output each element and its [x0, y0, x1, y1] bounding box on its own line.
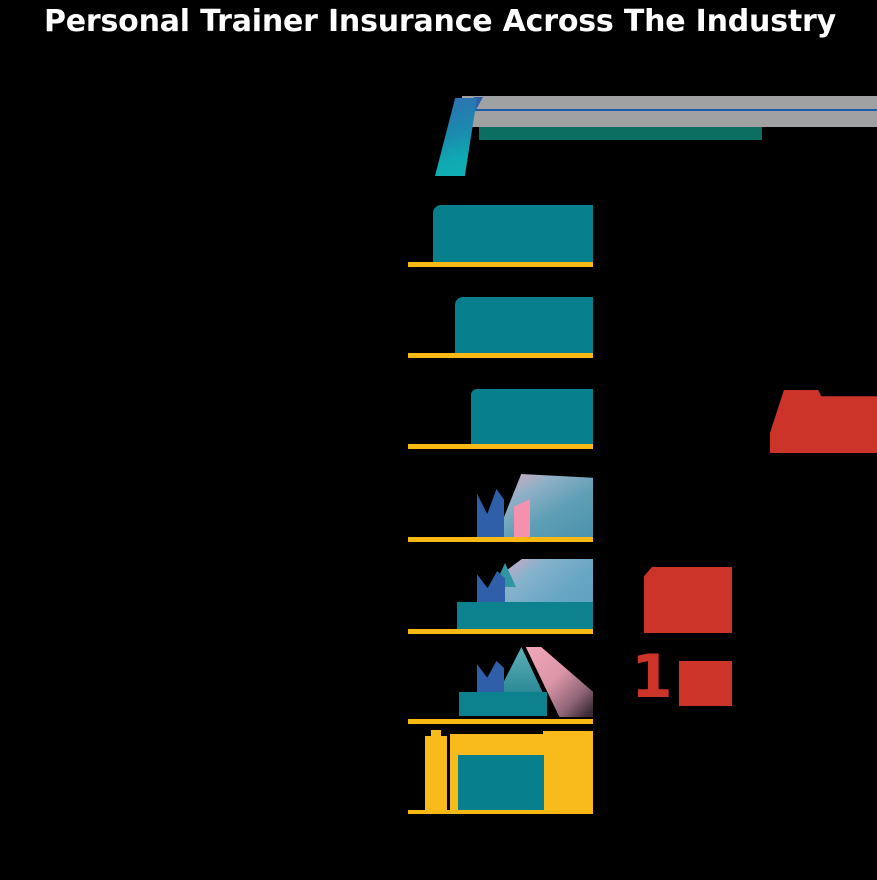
price-mark-red-row7: [679, 661, 732, 706]
mountain-logo-blue-check-icon: [477, 571, 505, 604]
row-divider: [408, 262, 593, 267]
competitor-logo-block-row2: [433, 205, 593, 262]
row-divider: [408, 444, 593, 449]
competitor-logo-block-row3: [455, 297, 593, 353]
gold-logo-bar: [425, 736, 447, 812]
competitor-logo-block-row4: [471, 389, 593, 445]
price-mark-red-row4: [770, 390, 877, 453]
wordmark-band-row6: [457, 602, 593, 630]
header-logo-blue-hairline: [462, 109, 877, 111]
page-title: Personal Trainer Insurance Across The In…: [44, 4, 836, 39]
header-logo-green-bar: [479, 127, 762, 140]
header-logo-gray-bar: [462, 96, 877, 127]
row-divider: [408, 353, 593, 358]
header-logo-diagonal-slash-icon: [435, 98, 477, 176]
price-digit-row7: 1: [631, 642, 673, 712]
gold-logo-nub: [431, 730, 441, 737]
row-divider: [408, 719, 593, 724]
mountain-logo-gradient-slab-icon: [496, 474, 593, 537]
mountain-logo-blue-check-icon: [477, 489, 504, 537]
price-mark-red-row6: [644, 567, 732, 633]
gold-logo-teal-inner-panel: [458, 755, 544, 811]
mountain-logo-gradient-slab-icon: [504, 559, 593, 603]
row-divider: [408, 629, 593, 634]
wordmark-band-row7: [459, 692, 547, 716]
row-divider: [408, 537, 593, 542]
mountain-logo-pink-bar-icon: [514, 499, 530, 537]
row-divider: [408, 810, 593, 814]
mountain-logo-blue-check-icon: [477, 661, 504, 693]
